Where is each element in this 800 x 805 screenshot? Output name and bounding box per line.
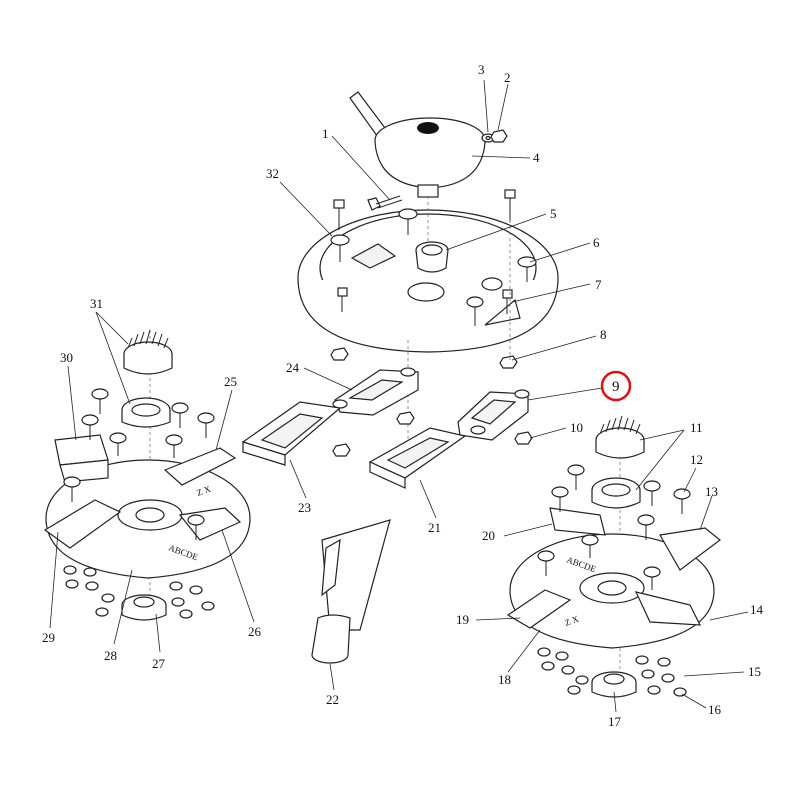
left-disc-axis: Z X (195, 483, 212, 497)
callout-26: 26 (248, 624, 262, 639)
callout-1: 1 (322, 126, 329, 141)
callout-17: 17 (608, 714, 622, 729)
callout-31: 31 (90, 296, 103, 311)
callout-25: 25 (224, 374, 237, 389)
callout-21: 21 (428, 520, 441, 535)
callout-10: 10 (570, 420, 583, 435)
callout-5: 5 (550, 206, 557, 221)
nuts-near-gates (332, 411, 533, 457)
bolts-right-disc (537, 464, 691, 590)
callout-23: 23 (298, 500, 311, 515)
part-22-chute (311, 519, 391, 664)
callout-16: 16 (708, 702, 722, 717)
bolts-left-disc (63, 388, 215, 540)
callout-15: 15 (748, 664, 761, 679)
callout-12: 12 (690, 452, 703, 467)
callout-27: 27 (152, 656, 166, 671)
right-spreader-disc (506, 507, 721, 649)
part-1-bolt (367, 195, 403, 211)
callout-7: 7 (595, 277, 602, 292)
right-disc-nuts (537, 647, 687, 697)
part-11-agitator (591, 415, 645, 509)
nuts-part-8 (330, 347, 518, 369)
callout-20: 20 (482, 528, 495, 543)
callout-9-highlight-ring (600, 370, 632, 402)
callout-9: 9 (612, 379, 620, 395)
part-23-gate (241, 401, 342, 466)
callout-22: 22 (326, 692, 339, 707)
callout-30: 30 (60, 350, 73, 365)
part-9-slide (457, 389, 530, 441)
callout-11: 11 (690, 420, 703, 435)
callout-28: 28 (104, 648, 117, 663)
callout-4: 4 (533, 150, 540, 165)
part-32-base-plate (297, 209, 559, 353)
callout-6: 6 (593, 235, 600, 250)
callout-19: 19 (456, 612, 469, 627)
part-27-hub (121, 594, 167, 621)
part-4-lid (349, 91, 486, 198)
bolts-base-plate (330, 189, 537, 326)
callout-3: 3 (478, 62, 485, 77)
leader-lines (49, 79, 749, 713)
left-disc-nuts (63, 565, 215, 619)
callout-32: 32 (266, 166, 279, 181)
callout-14: 14 (750, 602, 764, 617)
callout-18: 18 (498, 672, 511, 687)
left-spreader-disc (43, 434, 251, 579)
callout-13: 13 (705, 484, 718, 499)
callout-2: 2 (504, 70, 511, 85)
callout-labels: 1 2 3 4 5 6 7 8 9 10 11 12 13 14 15 16 1… (42, 62, 764, 729)
callout-29: 29 (42, 630, 55, 645)
right-disc-axis: Z X (563, 613, 580, 627)
part-24-slide (332, 367, 419, 416)
part-21-gate (368, 427, 467, 489)
callout-8: 8 (600, 327, 607, 342)
callout-24: 24 (286, 360, 300, 375)
part-31-agitator (121, 329, 173, 428)
part-2-nut (490, 129, 508, 143)
